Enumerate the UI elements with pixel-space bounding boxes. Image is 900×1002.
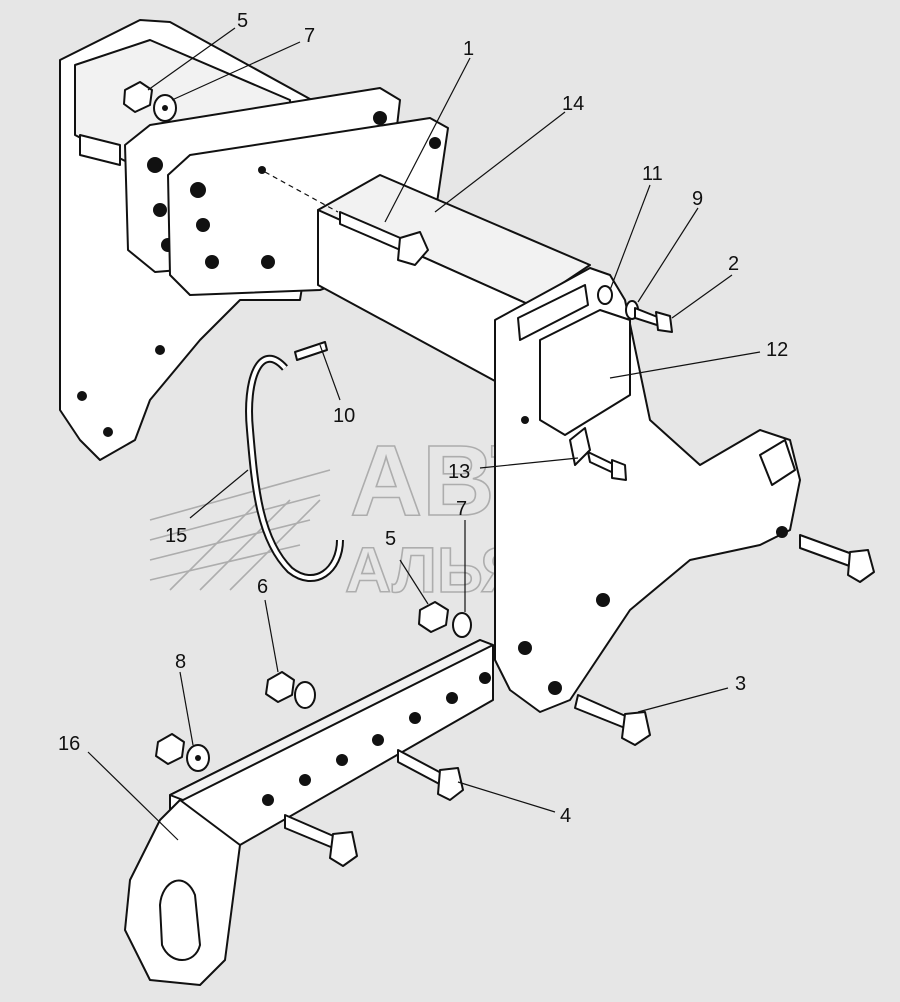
callout-4: 4 [560, 805, 571, 827]
callout-11: 11 [642, 163, 663, 185]
callout-5-upper: 5 [237, 10, 248, 32]
nut-5-upper [123, 81, 153, 113]
drawbar-16 [124, 639, 494, 986]
right-side-plate [494, 267, 801, 713]
clip-13 [569, 427, 627, 481]
callout-3: 3 [735, 673, 746, 695]
washer-7-lower [452, 612, 472, 638]
leader-lines [87, 27, 761, 841]
bolt-2 [634, 307, 673, 333]
callout-7-lower: 7 [456, 498, 467, 520]
callout-6: 6 [257, 576, 268, 598]
bolt-1-centerline [264, 171, 339, 213]
callout-2: 2 [728, 253, 739, 275]
nut-8 [155, 733, 185, 765]
callout-7-upper: 7 [304, 25, 315, 47]
callout-1: 1 [463, 38, 474, 60]
callout-8: 8 [175, 651, 186, 673]
bolt-1 [339, 211, 429, 266]
callout-14: 14 [562, 93, 584, 115]
callout-15: 15 [165, 525, 187, 547]
callout-13: 13 [448, 461, 470, 483]
bolt-4 [397, 749, 464, 801]
callout-10: 10 [333, 405, 355, 427]
nut-5-lower [418, 601, 449, 633]
bolt-right [799, 534, 875, 583]
callout-9: 9 [692, 188, 703, 210]
callout-12: 12 [766, 339, 788, 361]
bolt-3 [574, 694, 651, 746]
washer-8 [186, 744, 210, 772]
bail-15 [245, 354, 344, 582]
washer-7-upper [153, 94, 177, 122]
bolt-lower [284, 814, 358, 867]
main-beam [317, 174, 591, 401]
nut-6 [265, 671, 295, 703]
plate-12 [539, 309, 631, 436]
callout-16: 16 [58, 733, 80, 755]
callout-labels: 5 7 1 14 11 9 2 12 13 10 15 7 5 6 8 16 4… [58, 10, 788, 827]
washer-6 [294, 681, 316, 709]
callout-5-lower: 5 [385, 528, 396, 550]
pin-10 [294, 341, 328, 361]
washer-11 [597, 285, 613, 305]
